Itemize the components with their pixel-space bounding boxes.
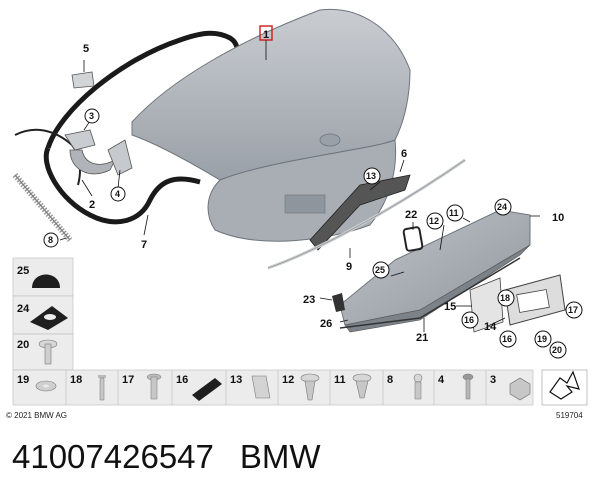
callout-10: 10 bbox=[552, 212, 564, 224]
callout-7: 7 bbox=[141, 239, 147, 251]
callout-20: 20 bbox=[552, 345, 562, 355]
bottom-row: 19 18 17 16 13 12 11 8 4 3 bbox=[12, 369, 588, 406]
side-panel-24: 24 bbox=[12, 295, 74, 335]
callout-5: 5 bbox=[83, 43, 89, 55]
callout-16b: 16 bbox=[502, 334, 512, 344]
callout-4: 4 bbox=[115, 189, 120, 199]
part-number: 41007426547 bbox=[12, 438, 214, 475]
callout-15: 15 bbox=[444, 301, 456, 313]
callout-14: 14 bbox=[484, 321, 497, 333]
svg-text:17: 17 bbox=[122, 374, 134, 386]
svg-text:24: 24 bbox=[17, 303, 30, 315]
diagram-id: 519704 bbox=[556, 411, 583, 420]
arrow-icon bbox=[549, 370, 580, 400]
striker-bracket bbox=[107, 139, 133, 176]
callout-2: 2 bbox=[89, 199, 95, 211]
svg-text:3: 3 bbox=[490, 374, 496, 386]
callout-12: 12 bbox=[429, 216, 439, 226]
trim-strip bbox=[339, 257, 521, 329]
rubber-buffer bbox=[71, 71, 95, 89]
svg-text:8: 8 bbox=[387, 374, 393, 386]
callout-11: 11 bbox=[449, 208, 459, 218]
svg-text:12: 12 bbox=[282, 374, 294, 386]
svg-text:11: 11 bbox=[334, 374, 346, 386]
svg-text:19: 19 bbox=[17, 374, 29, 386]
side-panel-20: 20 bbox=[12, 333, 74, 371]
callout-19: 19 bbox=[537, 334, 547, 344]
gas-spring bbox=[12, 173, 73, 242]
callout-9: 9 bbox=[346, 261, 352, 273]
hinge-bracket bbox=[64, 129, 116, 175]
callout-17: 17 bbox=[568, 305, 578, 315]
leader-lines bbox=[59, 40, 540, 332]
svg-text:25: 25 bbox=[17, 265, 29, 277]
callout-1: 1 bbox=[263, 29, 269, 41]
callout-16a: 16 bbox=[464, 315, 474, 325]
svg-text:16: 16 bbox=[176, 374, 188, 386]
svg-text:18: 18 bbox=[70, 374, 82, 386]
copyright-text: © 2021 BMW AG bbox=[6, 411, 67, 420]
callout-23: 23 bbox=[303, 294, 315, 306]
callout-3: 3 bbox=[89, 111, 94, 121]
callout-24: 24 bbox=[497, 202, 507, 212]
clip-23 bbox=[332, 293, 345, 312]
callout-6: 6 bbox=[401, 148, 407, 160]
svg-text:20: 20 bbox=[17, 339, 29, 351]
side-panel-25: 25 bbox=[12, 257, 74, 297]
third-brake-light bbox=[309, 174, 411, 251]
callout-25: 25 bbox=[375, 265, 385, 275]
callout-21: 21 bbox=[416, 332, 428, 344]
gasket bbox=[402, 226, 424, 252]
callout-13: 13 bbox=[366, 171, 376, 181]
callout-22: 22 bbox=[405, 209, 417, 221]
callout-26: 26 bbox=[320, 318, 332, 330]
callout-18: 18 bbox=[500, 293, 510, 303]
callout-8: 8 bbox=[48, 235, 53, 245]
svg-text:4: 4 bbox=[438, 374, 445, 386]
brand-name: BMW bbox=[239, 438, 321, 475]
svg-text:13: 13 bbox=[230, 374, 242, 386]
caption: 41007426547 BMW bbox=[12, 438, 321, 476]
parts-diagram: 5 3 2 4 7 8 1 6 13 9 10 11 12 22 24 25 2… bbox=[6, 8, 588, 420]
